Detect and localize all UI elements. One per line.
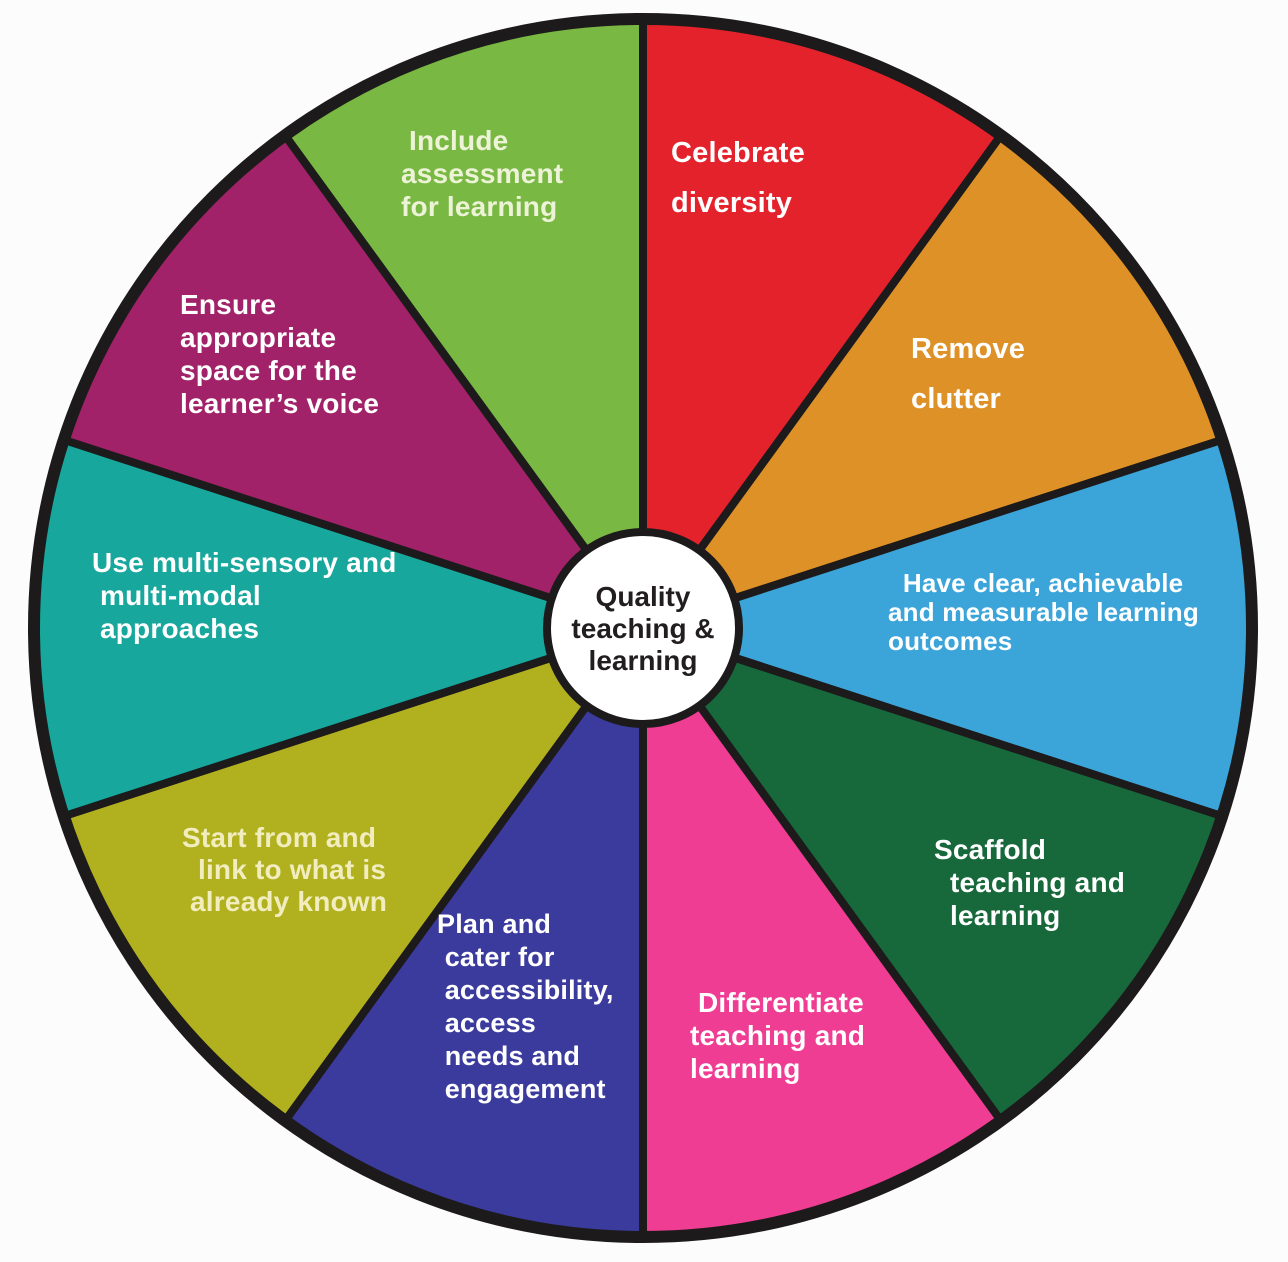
wheel-outer-rim xyxy=(28,13,1258,1243)
wheel-hub-circle xyxy=(543,528,743,728)
